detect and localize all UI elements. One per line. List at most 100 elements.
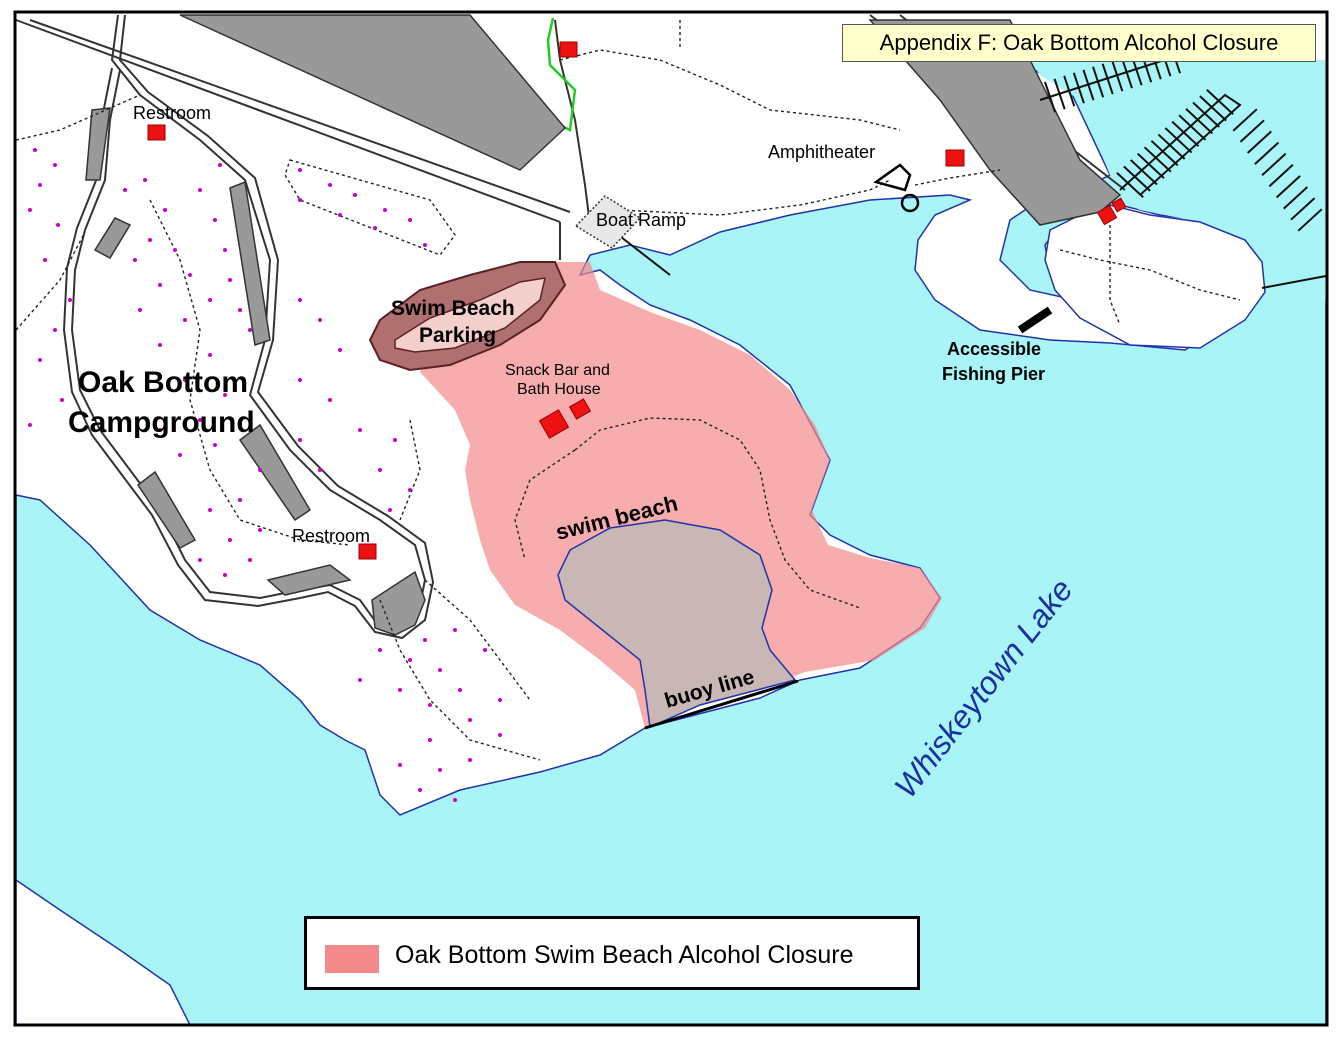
campsite-dot — [328, 183, 332, 187]
trail — [914, 169, 1001, 186]
dock-finger — [1116, 171, 1144, 199]
building-east-1 — [1096, 204, 1118, 226]
campsite-dot — [338, 348, 342, 352]
campsite-dot — [353, 193, 357, 197]
dock-finger — [1185, 108, 1214, 135]
campsite-dot — [378, 468, 382, 472]
campsite-dot — [388, 508, 392, 512]
restroom-top-label: Restroom — [133, 103, 211, 123]
dock-finger — [1290, 197, 1316, 221]
dock-finger — [1143, 146, 1172, 173]
restroom-bottom-label: Restroom — [292, 526, 370, 546]
campsite-dot — [428, 738, 432, 742]
dock-fingers — [1044, 42, 1323, 232]
dock-finger — [1171, 120, 1200, 147]
campsite-dot — [213, 218, 217, 222]
campsite-dot — [358, 678, 362, 682]
campsite-dot — [60, 398, 64, 402]
buildings-layer — [147, 41, 1127, 560]
campsite-dot — [148, 238, 152, 242]
campsite-dot — [248, 558, 252, 562]
bath-house-building — [568, 398, 592, 420]
campground-label-line1: Oak Bottom — [78, 366, 248, 399]
dock-finger — [1178, 114, 1207, 141]
dock-finger — [1192, 101, 1221, 128]
campsite-dot — [408, 658, 412, 662]
swim-beach-parking-inner — [394, 277, 546, 353]
campsite-dot — [163, 208, 167, 212]
dock-north — [1039, 54, 1181, 101]
campsite-dot — [408, 488, 412, 492]
campsite-dot — [158, 283, 162, 287]
map-title: Appendix F: Oak Bottom Alcohol Closure — [842, 24, 1316, 62]
campsite-dot — [33, 148, 37, 152]
boat-ramp-area — [574, 195, 642, 249]
campsite-dot — [453, 628, 457, 632]
fishing-pier-label-line1: Accessible — [947, 339, 1041, 359]
amphitheater-label: Amphitheater — [768, 142, 875, 162]
dock-finger — [1129, 159, 1158, 186]
campground-loop-road — [70, 14, 427, 632]
dock-finger — [1254, 141, 1280, 165]
dock-finger — [1206, 88, 1234, 116]
swim-beach-area — [557, 519, 797, 729]
campsite-dot — [238, 498, 242, 502]
building-east-2 — [1111, 197, 1127, 213]
campsite-dot — [298, 378, 302, 382]
campsite-dot — [38, 183, 42, 187]
campsite-dot — [383, 208, 387, 212]
campground-loop-road-inner — [62, 14, 435, 640]
campsite-dot — [298, 438, 302, 442]
campsite-dot — [468, 718, 472, 722]
campsite-dot — [418, 788, 422, 792]
dock-finger — [1072, 72, 1085, 104]
dock-finger — [1246, 130, 1272, 154]
legend-closure-label: Oak Bottom Swim Beach Alcohol Closure — [395, 941, 854, 969]
trail — [149, 199, 351, 546]
dock-finger — [1111, 60, 1124, 92]
campsite-dot — [228, 538, 232, 542]
trail — [1059, 249, 1241, 301]
restroom-bottom-building — [358, 543, 377, 560]
campsite-dot — [458, 688, 462, 692]
campsite-dot — [393, 438, 397, 442]
campsite-dot — [398, 763, 402, 767]
campsite-dot — [378, 648, 382, 652]
parking-label-line1: Swim Beach — [391, 297, 515, 320]
campsite-dot — [198, 188, 202, 192]
dock-finger — [1297, 208, 1323, 232]
campsite-dot — [498, 733, 502, 737]
main-road-top — [15, 19, 561, 223]
building-amphitheater — [945, 149, 965, 167]
water-layer — [15, 59, 1327, 1026]
snack-bar-label-line1: Snack Bar and — [505, 362, 610, 379]
campsite-dot — [183, 378, 187, 382]
trail — [15, 231, 86, 331]
campsite-dot — [173, 248, 177, 252]
dock-finger — [1164, 127, 1193, 154]
snack-bar-label-line2: Bath House — [517, 381, 601, 398]
dock-finger — [1092, 66, 1105, 98]
campground-parking-4 — [238, 423, 312, 522]
campground-label-line2: Campground — [68, 406, 255, 439]
buoy-line — [644, 679, 799, 730]
trail — [284, 159, 456, 256]
campsite-dot — [28, 423, 32, 427]
trail — [1109, 225, 1121, 326]
campsite-dot — [328, 398, 332, 402]
trail — [399, 419, 421, 521]
campsite-dot — [423, 638, 427, 642]
boat-ramp-label: Boat Ramp — [596, 210, 686, 230]
dock-finger — [1261, 152, 1287, 176]
campsite-dot — [298, 168, 302, 172]
campsite-dot — [198, 418, 202, 422]
campsite-dot — [28, 208, 32, 212]
campsite-dot — [188, 273, 192, 277]
campsite-dot — [318, 468, 322, 472]
legend: Oak Bottom Swim Beach Alcohol Closure — [304, 916, 920, 990]
campsite-dot — [223, 248, 227, 252]
campground-parking-6 — [266, 564, 352, 596]
dock-finger — [1044, 81, 1056, 113]
campsite-dot — [483, 648, 487, 652]
campsite-dots — [28, 148, 502, 802]
